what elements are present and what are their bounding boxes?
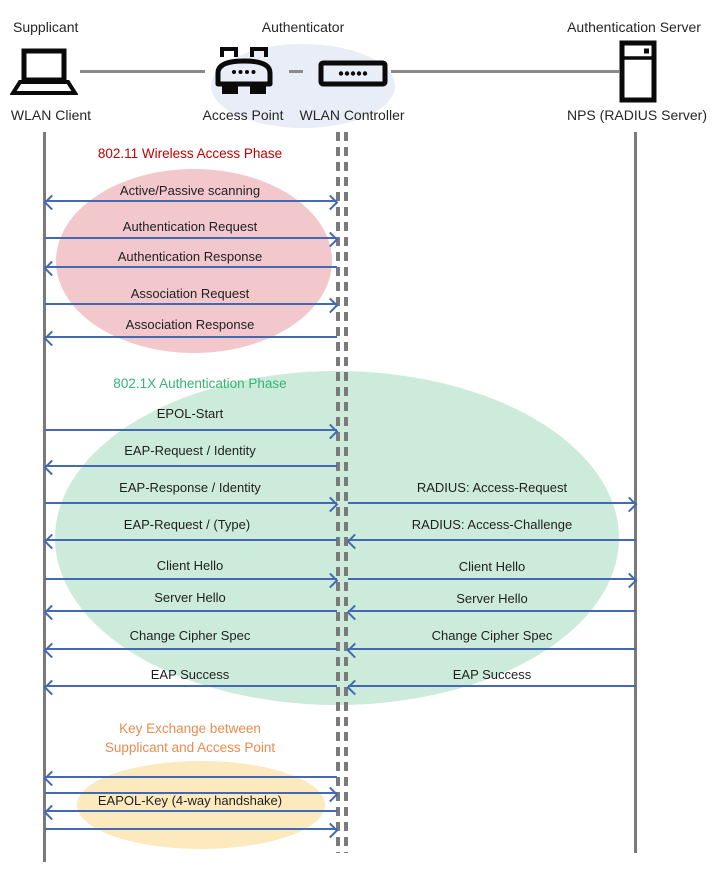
role-label-authentication-server: Authentication Server (567, 19, 701, 35)
role-label-supplicant: Supplicant (13, 19, 79, 35)
message-label: RADIUS: Access-Challenge (411, 517, 573, 532)
message-label: Client Hello (458, 559, 526, 574)
message-arrow (346, 679, 636, 695)
lifeline-wlan-controller-right (344, 132, 348, 853)
device-label-wlan-controller: WLAN Controller (299, 107, 405, 123)
message-label: EAP-Request / (Type) (123, 517, 251, 532)
message-arrow (45, 423, 339, 439)
message-arrow (348, 572, 638, 588)
handshake-arrow (43, 770, 337, 786)
access-point-icon (212, 44, 276, 98)
message-arrow (43, 679, 337, 695)
lifeline-nps (634, 132, 637, 853)
message-arrow (43, 194, 339, 210)
message-arrow (346, 533, 636, 549)
phase1-title: 802.11 Wireless Access Phase (97, 146, 283, 161)
message-arrow (45, 297, 339, 313)
laptop-icon (10, 47, 78, 99)
message-arrow (348, 496, 638, 512)
message-label: Association Request (130, 286, 250, 301)
message-arrow (43, 533, 337, 549)
message-label: Change Cipher Spec (129, 628, 251, 643)
message-arrow (43, 260, 337, 276)
device-label-wlan-client: WLAN Client (10, 107, 92, 123)
server-icon (619, 40, 657, 103)
phase3-title-line1: Key Exchange between (119, 721, 261, 736)
device-label-nps: NPS (RADIUS Server) (566, 107, 708, 123)
message-arrow (43, 330, 337, 346)
message-arrow (346, 604, 636, 620)
message-arrow (43, 459, 337, 475)
phase3-ellipse (77, 761, 325, 849)
connector-ap-controller (289, 70, 303, 73)
phase1-ellipse (56, 169, 332, 353)
message-arrow (45, 496, 339, 512)
message-label: Active/Passive scanning (119, 183, 261, 198)
message-label: RADIUS: Access-Request (416, 480, 568, 495)
device-label-access-point: Access Point (202, 107, 284, 123)
connector-client-ap (80, 70, 205, 73)
lifeline-wlan-controller-left (336, 132, 340, 853)
phase3-title-line2: Supplicant and Access Point (104, 740, 276, 755)
wlan-controller-icon (318, 60, 388, 87)
message-label: Association Response (125, 317, 255, 332)
handshake-arrow (45, 822, 339, 838)
message-label: EAP-Response / Identity (119, 480, 261, 495)
message-arrow (346, 642, 636, 658)
message-arrow (43, 604, 337, 620)
message-label: Authentication Response (117, 249, 263, 264)
message-arrow (45, 231, 339, 247)
handshake-arrow (45, 786, 339, 802)
message-label: EPOL-Start (156, 406, 224, 421)
message-arrow (45, 572, 339, 588)
handshake-arrow (43, 804, 337, 820)
message-arrow (43, 642, 337, 658)
connector-controller-server (391, 70, 619, 73)
message-label: Client Hello (156, 558, 224, 573)
message-label: Authentication Request (122, 219, 258, 234)
message-label: Server Hello (154, 590, 226, 605)
message-label: EAPOL-Key (4-way handshake) (97, 793, 283, 808)
message-label: Change Cipher Spec (431, 628, 553, 643)
lifeline-wlan-client (43, 132, 46, 862)
role-label-authenticator: Authenticator (261, 19, 345, 35)
message-label: EAP Success (150, 667, 230, 682)
message-label: EAP-Request / Identity (124, 443, 256, 458)
phase2-title: 802.1X Authentication Phase (113, 376, 287, 391)
message-label: Server Hello (456, 591, 528, 606)
message-label: EAP Success (452, 667, 532, 682)
